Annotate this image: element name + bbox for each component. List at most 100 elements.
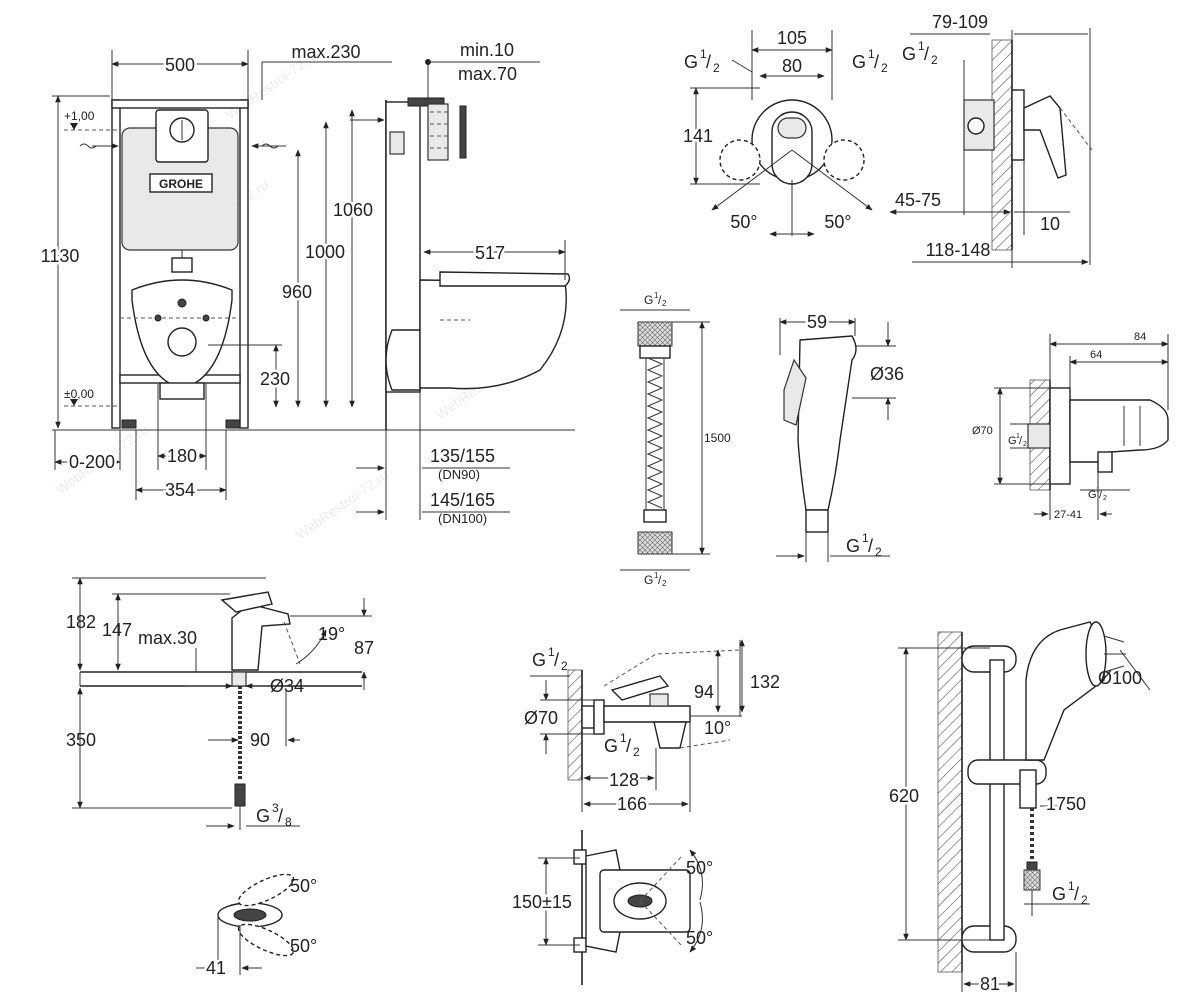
fraction-slash: /	[706, 52, 711, 72]
hose-thread-top: G 1 / 2	[644, 291, 667, 308]
thread-symbol: G	[852, 52, 866, 72]
frame-foot-left	[121, 419, 137, 429]
angle-line-top	[639, 855, 683, 902]
lever-ghost	[603, 649, 741, 687]
hose-nut	[1023, 869, 1041, 891]
dim-offset-0-200: 0-200	[69, 452, 115, 472]
bath-mixer-lever	[610, 675, 670, 701]
hose-fitting	[1026, 861, 1038, 871]
dim-166: 166	[617, 794, 647, 814]
fraction-slash: /	[874, 52, 879, 72]
thread-symbol: G	[1088, 489, 1097, 501]
hand-shower-trigger	[783, 358, 807, 426]
frame-post-left	[111, 99, 121, 429]
bath-eccentric	[581, 705, 595, 729]
bath-mixer-view: Ø70 G 1 / 2 94 132 10° G 1 / 2 128	[510, 639, 780, 985]
fraction-slash: /	[924, 44, 929, 64]
dim-150: 150±15	[512, 892, 572, 912]
dim-diameter-36: Ø36	[870, 364, 904, 384]
thread-denominator: 2	[662, 579, 667, 588]
angle-bottom-label: 50°	[290, 936, 317, 956]
wall-hatch	[937, 631, 963, 973]
dim-84: 84	[1134, 331, 1146, 343]
thread-numerator: 1	[868, 47, 875, 61]
angle-left-label: 50°	[730, 212, 757, 232]
dim-diameter-70: Ø70	[972, 425, 993, 437]
wall-outlet-view: 84 64 Ø70 G 1 / 2 G 1 / 2 27-41	[972, 331, 1169, 521]
thread-symbol: G	[532, 650, 546, 670]
thread-label-right: G 1 / 2	[852, 47, 888, 75]
frame-post-right	[239, 99, 249, 429]
rail-bracket-top	[961, 645, 1017, 673]
thread-numerator: 1	[654, 571, 659, 580]
dim-141: 141	[683, 126, 713, 146]
level-marker-zero	[70, 399, 78, 406]
shower-hose-view: 1500 G 1 / 2 G 1 / 2	[620, 291, 733, 588]
spray-lines	[1103, 635, 1126, 673]
shower-mixer-side-view: 79-109 G 1 / 2 45-75 10 118-148	[889, 12, 1093, 268]
thread-symbol: G	[902, 44, 916, 64]
hose-nut-top	[637, 321, 673, 347]
thread-denominator: 2	[875, 545, 882, 559]
leader-line	[731, 59, 753, 73]
outlet-rosette	[1049, 387, 1071, 485]
dim-height-960: 960	[282, 282, 312, 302]
side-lever	[1023, 95, 1067, 179]
dim-10: 10	[1040, 214, 1060, 234]
thread-numerator: 1	[1016, 433, 1020, 440]
thread-symbol: G	[604, 736, 618, 756]
dim-height-1000: 1000	[305, 242, 345, 262]
drain-outlet	[167, 327, 197, 357]
fraction-slash: /	[868, 536, 873, 556]
drain-bend	[385, 329, 421, 391]
angle-arc-19	[295, 629, 327, 665]
dim-132: 132	[750, 672, 780, 692]
dim-dn100-value: 145/165	[430, 490, 495, 510]
thread-symbol: G	[846, 536, 860, 556]
dim-80: 80	[782, 56, 802, 76]
bath-rosette	[593, 699, 605, 735]
dim-wall-max: max.70	[458, 64, 517, 84]
thread-numerator: 3	[272, 801, 279, 815]
hose-cone-top	[639, 345, 671, 359]
dim-59: 59	[807, 312, 827, 332]
side-outlet	[967, 117, 985, 135]
hose-spiral	[646, 357, 664, 509]
dim-105: 105	[777, 28, 807, 48]
dim-118-148: 118-148	[926, 240, 991, 260]
thread-denominator: 2	[881, 61, 888, 75]
toilet-side-seat	[439, 271, 571, 287]
dim-147: 147	[102, 620, 132, 640]
thread-label-side: G 1 / 2	[902, 39, 938, 67]
dim-79-109: 79-109	[932, 12, 988, 32]
thread-denominator: 8	[285, 815, 292, 829]
thread-denominator: 2	[931, 53, 938, 67]
outlet-body	[1069, 399, 1169, 463]
hose-1750: 1750	[1046, 794, 1086, 814]
side-top-bracket	[407, 97, 445, 107]
basin-mixer-body	[231, 603, 291, 671]
fraction-slash: /	[1099, 489, 1103, 501]
side-rosette	[1011, 89, 1025, 161]
dim-bolt-354: 354	[165, 480, 195, 500]
level-zero-label: ±0,00	[64, 387, 94, 401]
thread-symbol: G	[256, 806, 270, 826]
water-inlet	[177, 298, 187, 308]
hose-cone-bottom	[643, 509, 667, 523]
dim-182: 182	[66, 612, 96, 632]
thread-denominator: 2	[713, 61, 720, 75]
supply-hose-fitting	[234, 783, 246, 807]
thread-numerator: 1	[654, 291, 659, 300]
hose-length: 1500	[704, 431, 731, 445]
slider-grip	[1019, 769, 1037, 809]
outlet-connector	[1097, 451, 1113, 473]
dim-45-75: 45-75	[895, 190, 941, 210]
angle-10: 10°	[704, 718, 731, 738]
dim-diameter-100: Ø100	[1098, 668, 1142, 688]
dim-width-500: 500	[165, 55, 195, 75]
angle-19: 19°	[318, 624, 345, 644]
thread-numerator: 1	[862, 531, 869, 545]
lever-ghost-right	[823, 139, 865, 181]
